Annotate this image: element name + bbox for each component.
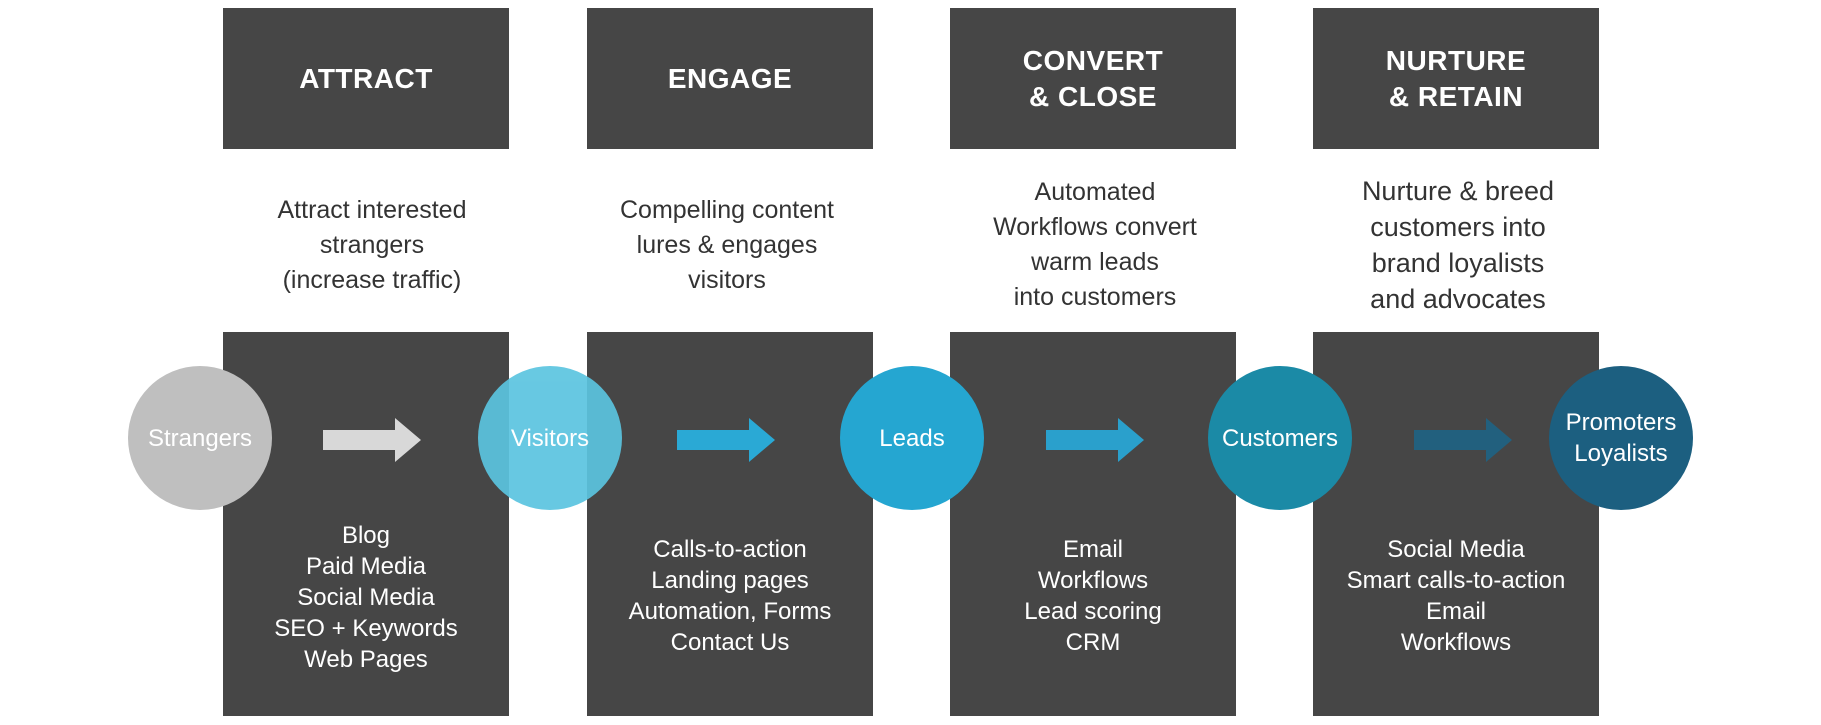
node-strangers: Strangers <box>128 366 272 510</box>
tool-item: SEO + Keywords <box>274 614 458 642</box>
tool-item: Workflows <box>1037 567 1149 594</box>
stage-header-attract: ATTRACT <box>223 8 509 149</box>
stage-header-engage: ENGAGE <box>587 8 873 149</box>
tool-item: Calls-to-action <box>653 536 807 563</box>
tool-item: Web Pages <box>304 645 428 673</box>
stage-box-nurture-retain: Social Media Smart calls-to-action Email… <box>1313 332 1599 716</box>
stage-header-nurture-retain: NURTURE & RETAIN <box>1313 8 1599 149</box>
stage-header-convert-close: CONVERT & CLOSE <box>950 8 1236 149</box>
tool-item: Landing pages <box>651 567 809 594</box>
tool-item: Social Media <box>1387 536 1525 563</box>
tool-item: Workflows <box>1400 629 1512 656</box>
tool-item: Smart calls-to-action <box>1346 567 1566 594</box>
tool-item: Paid Media <box>305 552 427 580</box>
tool-list-nurture-retain: Social Media Smart calls-to-action Email… <box>1313 508 1599 684</box>
tool-item: Lead scoring <box>1024 598 1162 625</box>
arrow-right-icon <box>1046 418 1144 462</box>
tool-item: Automation, Forms <box>628 598 832 625</box>
tool-list-convert-close: Email Workflows Lead scoring CRM <box>950 508 1236 684</box>
tool-item: Blog <box>341 521 391 549</box>
stage-description-convert-close: Automated Workflows convert warm leads i… <box>993 178 1197 311</box>
tool-item: Social Media <box>297 583 435 611</box>
stage-description-nurture-retain: Nurture & breed customers into brand loy… <box>1361 176 1555 314</box>
tool-item: Email <box>1425 598 1486 625</box>
arrow-right-icon <box>677 418 775 462</box>
node-customers: Customers <box>1208 366 1352 510</box>
tool-item: CRM <box>1065 629 1121 656</box>
arrow-right-icon <box>323 418 421 462</box>
tool-list-engage: Calls-to-action Landing pages Automation… <box>587 508 873 684</box>
stage-box-engage: Calls-to-action Landing pages Automation… <box>587 332 873 716</box>
node-visitors: Visitors <box>478 366 622 510</box>
tool-item: Contact Us <box>670 629 790 656</box>
stage-box-convert-close: Email Workflows Lead scoring CRM <box>950 332 1236 716</box>
node-leads: Leads <box>840 366 984 510</box>
node-promoters-loyalists: Promoters Loyalists <box>1549 366 1693 510</box>
tool-list-attract: Blog Paid Media Social Media SEO + Keywo… <box>223 502 509 692</box>
stage-box-attract: Blog Paid Media Social Media SEO + Keywo… <box>223 332 509 716</box>
tool-item: Email <box>1062 536 1123 563</box>
stage-description-attract: Attract interested strangers (increase t… <box>277 195 467 294</box>
arrow-right-icon <box>1414 418 1512 462</box>
stage-description-engage: Compelling content lures & engages visit… <box>619 195 834 294</box>
